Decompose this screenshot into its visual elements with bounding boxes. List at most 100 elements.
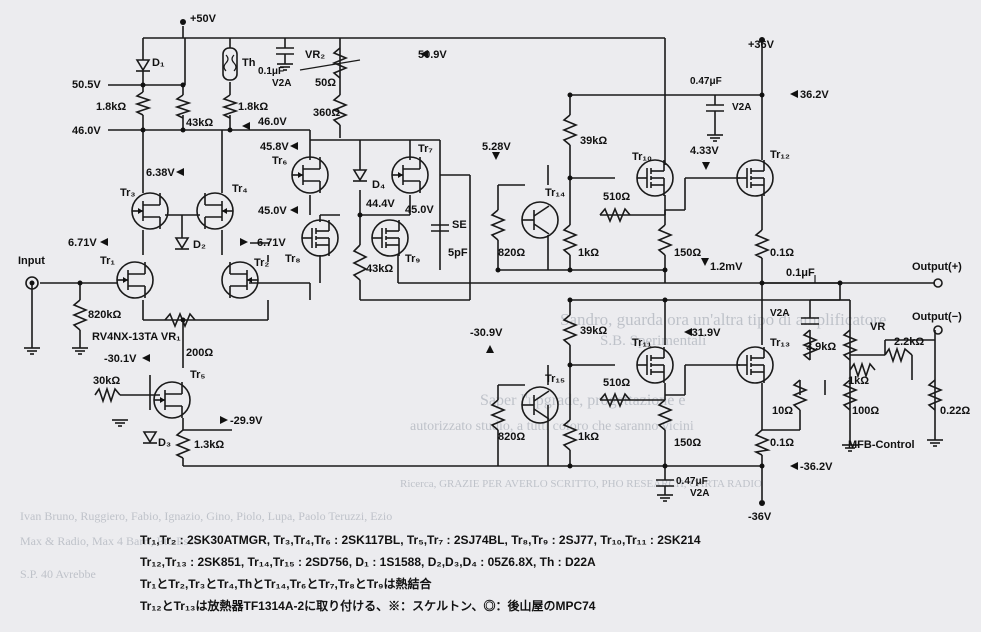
- label-output-pos: Output(+): [912, 261, 962, 273]
- label-v2a-b: V2A: [732, 102, 751, 113]
- label-th: Th: [242, 57, 256, 69]
- transistor-tr4: [196, 192, 234, 230]
- resistor-1k8-b: [221, 94, 239, 119]
- node-voltage: 6.71V: [68, 237, 97, 249]
- notes-line-2: Tr₁₂,Tr₁₃ : 2SK851, Tr₁₄,Tr₁₅ : 2SD756, …: [140, 555, 596, 569]
- label-input: Input: [18, 255, 45, 267]
- label-d3: D₃: [158, 437, 171, 449]
- transistor-tr10: [636, 159, 674, 197]
- node-voltage: 45.0V: [405, 204, 434, 216]
- junction-dots: [77, 82, 843, 469]
- label-r820-b: 820Ω: [498, 431, 525, 443]
- label-r820-a: 820Ω: [498, 247, 525, 259]
- label-r3k9: 3.9kΩ: [806, 341, 836, 353]
- bg-text-line: autorizzato studio, a tutti coloro che s…: [410, 419, 694, 434]
- label-tr1: Tr₁: [100, 255, 115, 267]
- label-r1k-c: 1kΩ: [578, 431, 599, 443]
- node-voltage: 6.38V: [146, 167, 175, 179]
- node-voltage: 45.8V: [260, 141, 289, 153]
- label-r0r1-b: 0.1Ω: [770, 437, 794, 449]
- resistor-30k: [94, 386, 121, 404]
- label-vr2: VR₂: [305, 49, 325, 61]
- label-c047-b: 0.47μF: [676, 476, 708, 487]
- resistor-vr: [841, 329, 859, 361]
- parts-notes: Tr₁,Tr₂ : 2SK30ATMGR, Tr₃,Tr₄,Tr₆ : 2SK1…: [140, 533, 701, 613]
- node-voltage: 46.0V: [258, 116, 287, 128]
- label-se: SE: [452, 219, 467, 231]
- label-tr15: Tr₁₅: [545, 373, 565, 385]
- label-r30k: 30kΩ: [93, 375, 120, 387]
- wiring: [40, 26, 936, 500]
- resistor-820-a: [489, 209, 507, 241]
- label-r1k8-b: 1.8kΩ: [238, 101, 268, 113]
- supply-pos50: +50V: [190, 13, 217, 25]
- transistor-tr8: [301, 219, 339, 257]
- label-tr10: Tr₁₀: [632, 151, 652, 163]
- resistor-100: [841, 379, 859, 411]
- transistor-tr6: [291, 156, 329, 194]
- resistor-10: [791, 379, 809, 411]
- label-v2a-c: V2A: [770, 308, 789, 319]
- label-tr8: Tr₈: [285, 253, 301, 265]
- label-r200: 200Ω: [186, 347, 213, 359]
- label-r150-b: 150Ω: [674, 437, 701, 449]
- label-r360: 360Ω: [313, 107, 340, 119]
- label-tr6: Tr₆: [272, 155, 287, 167]
- label-vr1: RV4NX-13TA VR₁: [92, 331, 181, 343]
- label-tr11: Tr₁₁: [632, 337, 652, 349]
- label-tr5: Tr₅: [190, 369, 205, 381]
- label-d1: D₁: [152, 57, 165, 69]
- transistor-tr9: [371, 219, 409, 257]
- node-voltage: 6.71V: [257, 237, 286, 249]
- label-tr12: Tr₁₂: [770, 149, 790, 161]
- terminals[interactable]: [25, 19, 943, 506]
- output-pos-terminal[interactable]: [933, 278, 943, 288]
- node-voltage: 46.0V: [72, 125, 101, 137]
- label-tr14: Tr₁₄: [545, 187, 565, 199]
- label-c01: 0.1μF: [258, 66, 284, 77]
- label-c047-a: 0.47μF: [690, 76, 722, 87]
- label-d4: D₄: [372, 179, 385, 191]
- label-vr: VR: [870, 321, 885, 333]
- bg-text-line: S.P. 40 Avrebbe: [20, 567, 96, 581]
- label-v2a-d: V2A: [690, 488, 709, 499]
- label-r39k-a: 39kΩ: [580, 135, 607, 147]
- supply-pos36: +36V: [748, 39, 775, 51]
- input-terminal[interactable]: [25, 276, 39, 290]
- transistor-tr11: [636, 346, 674, 384]
- label-r50: 50Ω: [315, 77, 336, 89]
- transistor-tr7: [391, 156, 429, 194]
- transistor-tr12: [736, 159, 774, 197]
- resistor-820-b: [489, 399, 507, 431]
- resistor-1k3: [174, 429, 192, 459]
- label-mfb-control: MFB-Control: [848, 439, 915, 451]
- node-voltage: 5.28V: [482, 141, 511, 153]
- label-r1k-b: 1kΩ: [848, 375, 869, 387]
- component-labels: D₁ Th VR₂ 50Ω 360Ω 0.1μF V2A 1.8kΩ 43kΩ …: [18, 49, 970, 499]
- label-r820k: 820kΩ: [88, 309, 121, 321]
- supply-neg36: -36V: [748, 511, 772, 523]
- ground-symbols: [24, 63, 943, 502]
- transistor-tr5: [153, 381, 191, 419]
- label-tr4: Tr₄: [232, 183, 248, 195]
- bg-text-line: Max & Radio, Max 4 Barri, Eto Esco: [20, 534, 200, 548]
- transistor-tr13: [736, 346, 774, 384]
- resistor-1k8-a: [134, 91, 152, 116]
- resistor-43k-a: [174, 94, 192, 119]
- notes-line-1: Tr₁,Tr₂ : 2SK30ATMGR, Tr₃,Tr₄,Tr₆ : 2SK1…: [140, 533, 701, 547]
- node-voltage: 50.5V: [72, 79, 101, 91]
- resistor-39k-a: [561, 114, 579, 146]
- label-r510-b: 510Ω: [603, 377, 630, 389]
- label-r0r1-a: 0.1Ω: [770, 247, 794, 259]
- label-v2a: V2A: [272, 78, 291, 89]
- label-r0r22: 0.22Ω: [940, 405, 970, 417]
- resistor-820k: [71, 299, 89, 331]
- label-r39k-b: 39kΩ: [580, 325, 607, 337]
- resistor-1k-b: [849, 361, 876, 379]
- label-tr7: Tr₇: [418, 143, 433, 155]
- label-r150-a: 150Ω: [674, 247, 701, 259]
- label-tr9: Tr₉: [405, 253, 420, 265]
- output-neg-terminal[interactable]: [933, 325, 943, 335]
